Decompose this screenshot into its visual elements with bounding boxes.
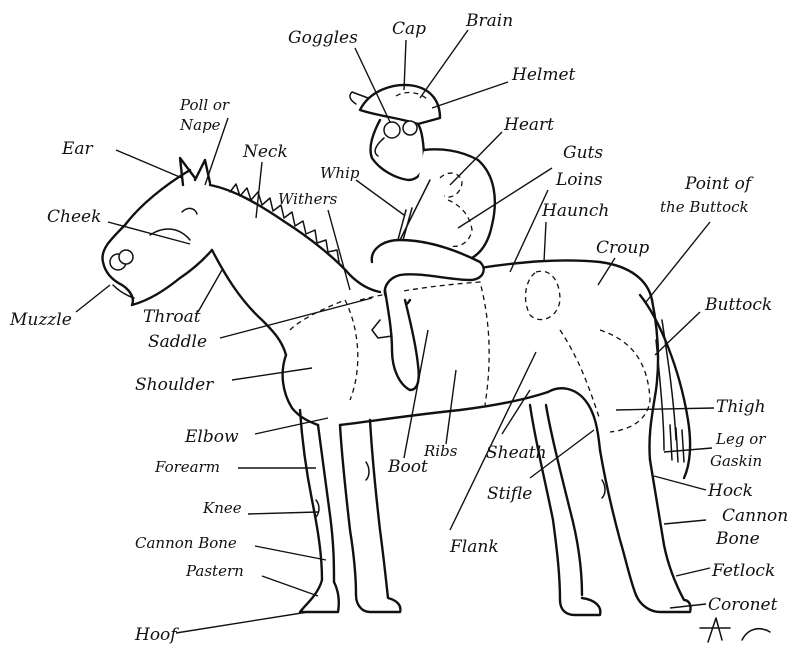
- label-cap: Cap: [392, 19, 426, 39]
- label-fetlock: Fetlock: [711, 561, 775, 581]
- leader-whip: [356, 180, 404, 215]
- leader-brain: [420, 30, 468, 98]
- neck-underside-outline: [212, 250, 286, 355]
- leader-cheek: [108, 222, 190, 244]
- leader-point-of-buttock: [646, 222, 710, 302]
- chestnut-mark-2: [602, 480, 605, 498]
- label-flank: Flank: [449, 537, 499, 557]
- leader-fetlock: [676, 568, 710, 576]
- label-elbow: Elbow: [184, 427, 239, 447]
- label-loins: Loins: [555, 170, 603, 190]
- leader-thigh: [616, 408, 714, 410]
- leader-sheath: [502, 390, 530, 434]
- haunch-region: [525, 271, 560, 319]
- label-bone: Bone: [715, 529, 760, 549]
- leader-knee: [248, 512, 318, 514]
- leader-withers: [328, 210, 350, 290]
- leader-ear: [116, 150, 182, 178]
- leader-hoof: [176, 612, 308, 633]
- label-the-buttock: the Buttock: [660, 198, 749, 216]
- hind-hoof-2: [560, 598, 600, 615]
- leader-saddle: [220, 298, 372, 338]
- jockey-boot: [385, 290, 419, 390]
- leader-neck: [256, 162, 262, 218]
- leader-pastern: [262, 576, 318, 596]
- label-buttock: Buttock: [704, 295, 772, 315]
- nostril-shape-2: [119, 250, 133, 264]
- label-shoulder: Shoulder: [135, 375, 214, 395]
- label-sheath: Sheath: [486, 443, 547, 463]
- jockey-cap: [360, 85, 440, 124]
- label-haunch: Haunch: [541, 201, 609, 221]
- leader-cannon-hind: [664, 520, 706, 524]
- label-heart: Heart: [503, 115, 554, 135]
- label-brain: Brain: [465, 11, 513, 31]
- label-guts: Guts: [563, 143, 603, 163]
- label-goggles: Goggles: [288, 28, 358, 48]
- label-neck: Neck: [242, 142, 288, 162]
- back-outline: [480, 260, 652, 300]
- hind-leg-outline-2: [650, 460, 684, 600]
- leader-shoulder: [232, 368, 312, 380]
- label-croup: Croup: [596, 238, 649, 258]
- thigh-region: [560, 330, 600, 420]
- goggles-shape: [384, 122, 400, 138]
- leader-cannon-bone: [255, 546, 326, 560]
- chestnut-mark: [366, 462, 369, 480]
- label-cannon: Cannon: [722, 506, 788, 526]
- eye-shape: [182, 208, 197, 214]
- label-ribs: Ribs: [423, 442, 458, 460]
- hindquarter-region: [600, 330, 650, 432]
- goggles-shape-2: [403, 121, 417, 135]
- label-stifle: Stifle: [487, 484, 532, 504]
- leader-ribs: [446, 370, 456, 444]
- label-knee: Knee: [202, 499, 242, 517]
- label-whip: Whip: [320, 164, 360, 182]
- hind-leg-outline-4: [530, 405, 560, 600]
- leader-haunch: [544, 222, 546, 262]
- label-point-of: Point of: [684, 174, 754, 194]
- artist-signature-mark: [700, 618, 770, 642]
- label-saddle: Saddle: [148, 332, 207, 352]
- label-hoof: Hoof: [134, 625, 179, 645]
- label-forearm: Forearm: [154, 458, 220, 476]
- leader-helmet: [432, 82, 508, 108]
- buttock-outline: [649, 300, 658, 460]
- label-gaskin: Gaskin: [710, 452, 762, 470]
- label-coronet: Coronet: [708, 595, 778, 615]
- label-hock: Hock: [707, 481, 753, 501]
- shoulder-region: [290, 300, 358, 400]
- leader-cap: [404, 40, 406, 90]
- label-boot: Boot: [387, 457, 428, 477]
- front-leg-outline-3: [340, 425, 356, 595]
- jockey-figure: [350, 85, 495, 390]
- front-hoof-2: [356, 595, 400, 612]
- label-withers: Withers: [278, 190, 338, 208]
- hind-leg-outline: [600, 450, 636, 595]
- leader-throat: [198, 270, 222, 312]
- label-helmet: Helmet: [511, 65, 576, 85]
- label-poll-or: Poll or: [179, 96, 230, 114]
- label-thigh: Thigh: [716, 397, 766, 417]
- knee-mark: [316, 500, 319, 517]
- label-pastern: Pastern: [185, 562, 244, 580]
- ear-shape-2: [195, 160, 210, 183]
- girth-region: [360, 282, 489, 405]
- label-nape: Nape: [179, 116, 221, 134]
- label-throat: Throat: [143, 307, 201, 327]
- leader-hock: [654, 476, 706, 490]
- label-muzzle: Muzzle: [9, 310, 72, 330]
- hind-leg-outline-3: [546, 405, 582, 595]
- label-cannon-bone: Cannon Bone: [135, 534, 237, 552]
- label-cheek: Cheek: [47, 207, 101, 227]
- label-ear: Ear: [61, 139, 94, 159]
- label-leg-or: Leg or: [715, 430, 766, 448]
- leader-muzzle: [76, 285, 110, 312]
- front-leg-outline-4: [370, 420, 388, 598]
- horse-head-outline: [102, 170, 212, 305]
- front-hoof: [300, 580, 339, 612]
